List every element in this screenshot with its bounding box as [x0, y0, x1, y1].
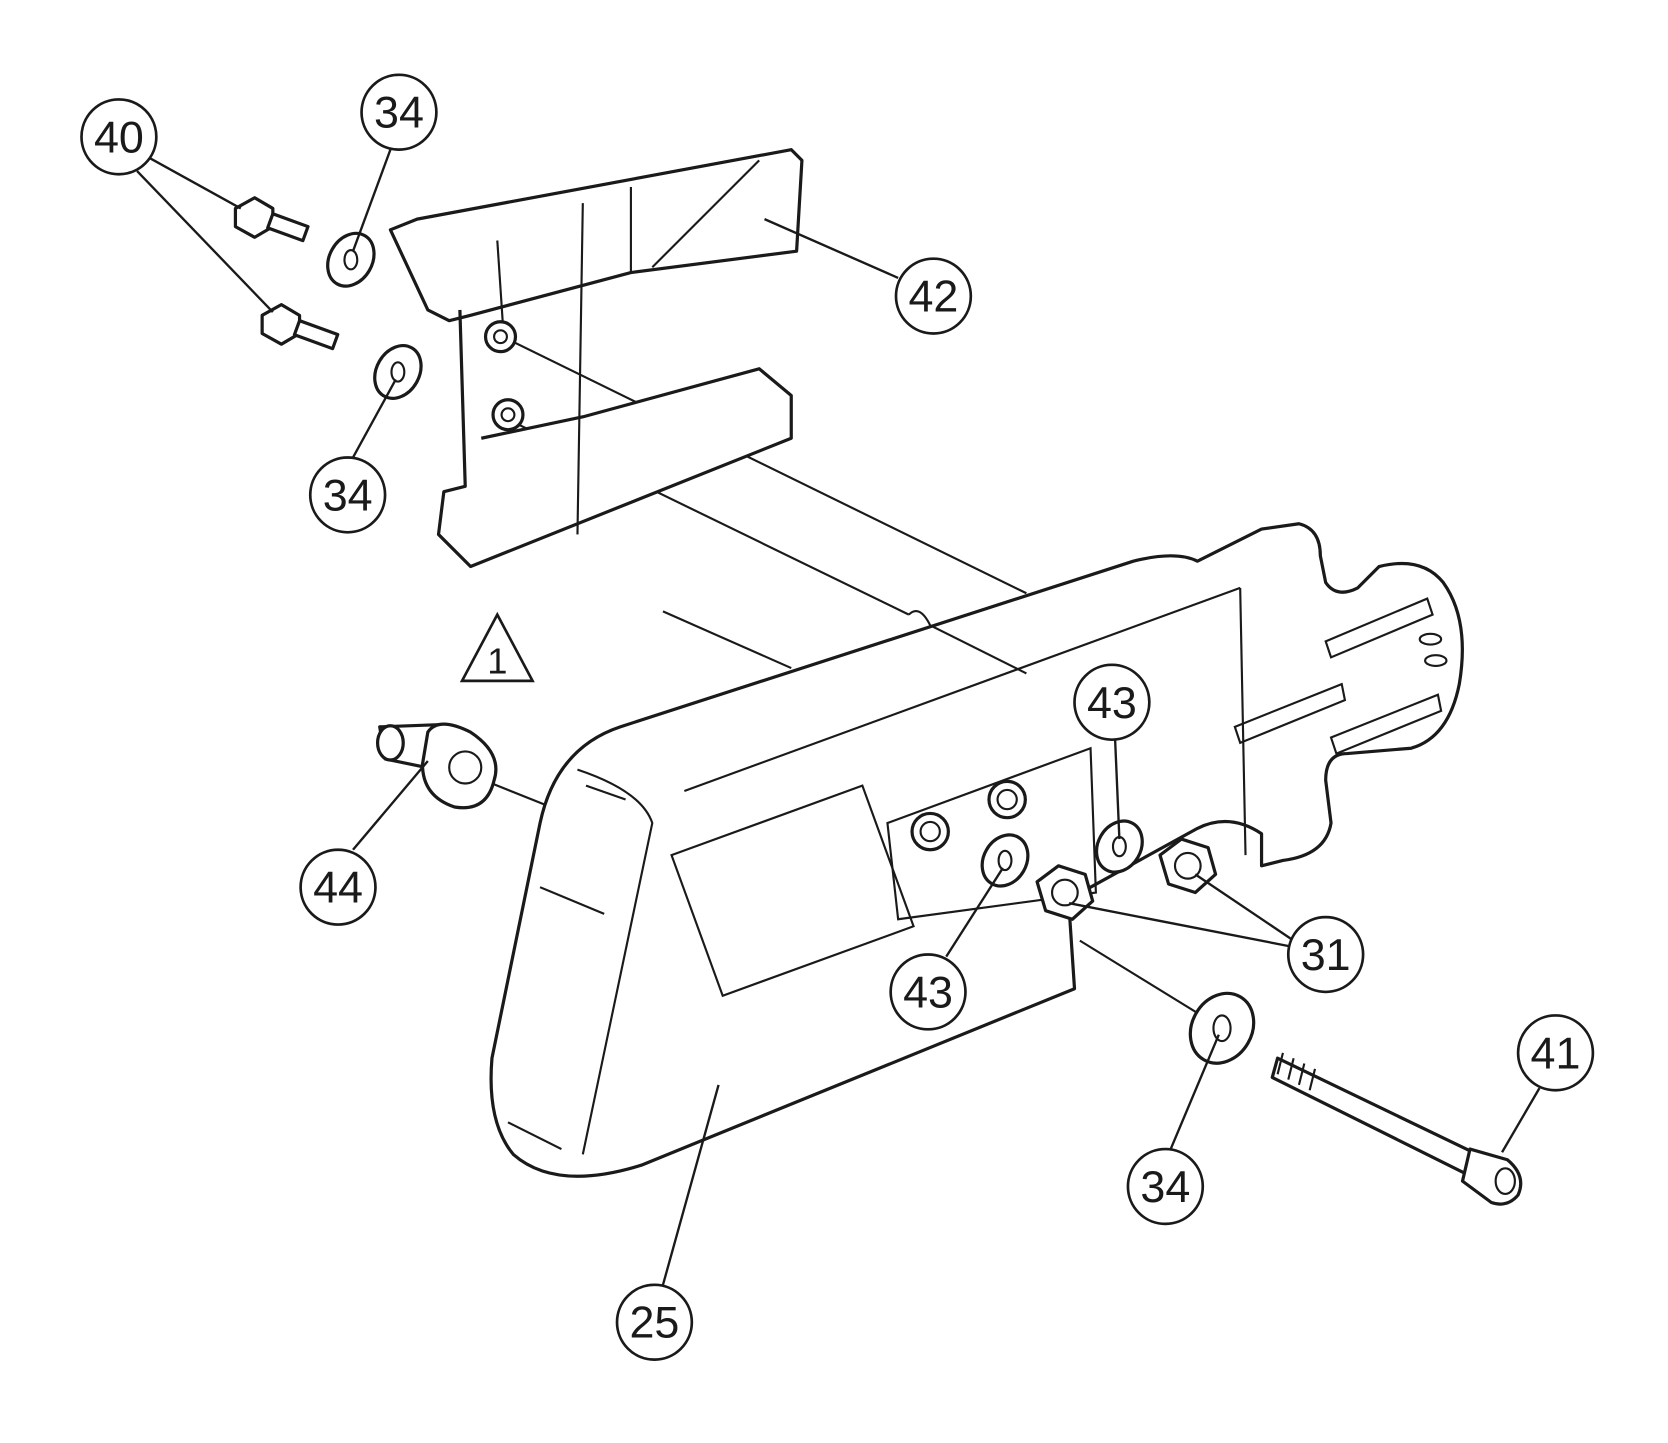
- callout-31: 31: [1286, 915, 1365, 994]
- callout-43-bottom: 43: [889, 953, 967, 1031]
- bolt-part-41: [1270, 1052, 1523, 1206]
- callout-34-top: 34: [360, 73, 438, 151]
- callout-40: 40: [80, 98, 158, 176]
- pin-part-44: [375, 722, 498, 810]
- leader-lines: [136, 149, 1541, 1286]
- svg-text:43: 43: [903, 966, 953, 1017]
- svg-text:34: 34: [1140, 1161, 1190, 1212]
- callout-25: 25: [615, 1283, 694, 1361]
- callout-34-left: 34: [308, 456, 387, 534]
- svg-text:42: 42: [908, 271, 958, 322]
- svg-text:25: 25: [629, 1297, 679, 1348]
- svg-text:43: 43: [1087, 677, 1137, 728]
- callout-42: 42: [894, 257, 973, 335]
- callout-44: 44: [299, 848, 377, 926]
- callout-41: 41: [1516, 1014, 1595, 1092]
- washers: [326, 231, 1256, 1065]
- svg-text:41: 41: [1531, 1027, 1581, 1078]
- callout-34-bottom: 34: [1126, 1147, 1205, 1226]
- note-triangle: 1: [459, 611, 535, 683]
- svg-text:34: 34: [374, 87, 424, 138]
- svg-text:34: 34: [323, 469, 373, 520]
- svg-text:44: 44: [313, 862, 363, 913]
- svg-text:31: 31: [1301, 929, 1351, 980]
- bracket-part-25: [489, 522, 1464, 1178]
- svg-text:1: 1: [487, 640, 507, 681]
- guard-part-42: [388, 148, 804, 569]
- callout-43-top: 43: [1073, 663, 1151, 742]
- bolts-part-40: [233, 196, 340, 351]
- svg-text:40: 40: [94, 111, 144, 162]
